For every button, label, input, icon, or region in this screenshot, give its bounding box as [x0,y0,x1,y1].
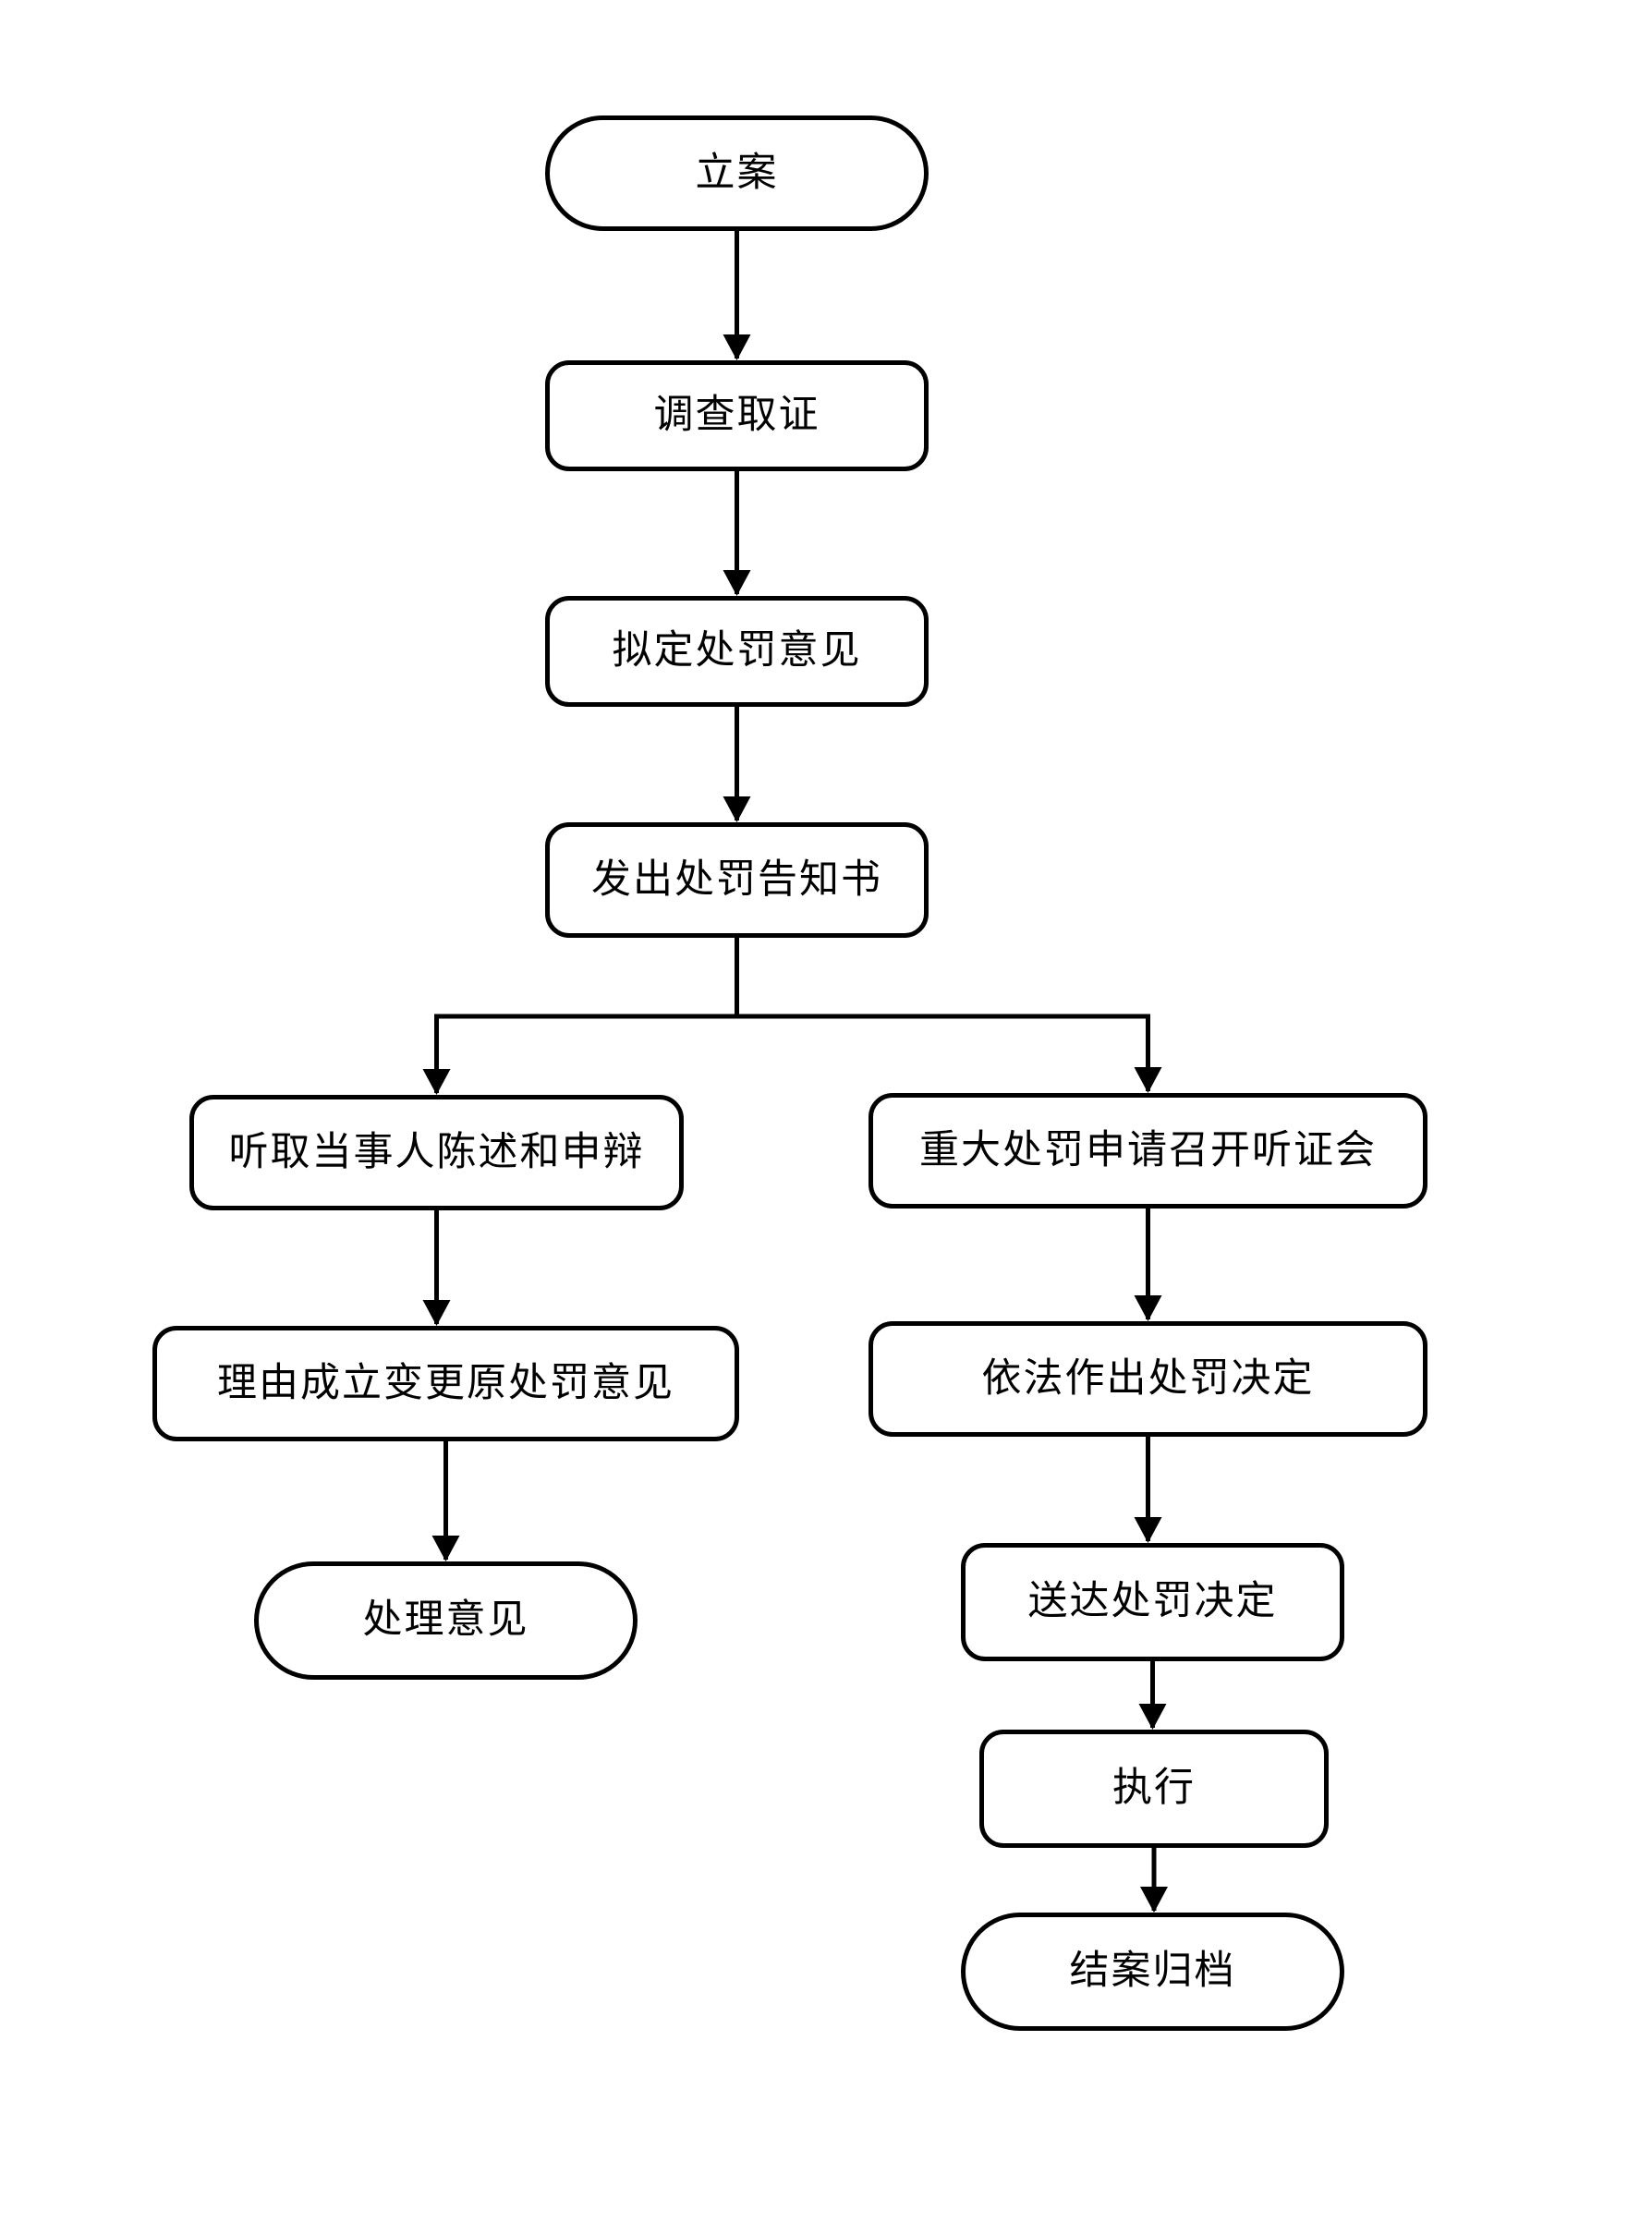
flow-node-jieAn[interactable]: 结案归档 [961,1913,1344,2031]
flow-node-label: 依法作出处罚决定 [981,1356,1315,1401]
flow-node-label: 发出处罚告知书 [591,857,882,902]
flow-node-liYou[interactable]: 理由成立变更原处罚意见 [152,1326,739,1441]
edge-yiFa-to-songDa-arrowhead [1134,1517,1162,1543]
edge-faChu-to-tingQu [434,938,739,1093]
flow-node-zhiXing[interactable]: 执行 [979,1730,1329,1848]
flow-node-label: 送达处罚决定 [1027,1580,1278,1624]
flow-node-zhongDa[interactable]: 重大处罚申请召开听证会 [869,1093,1427,1209]
edge-faChu-to-tingQu-arrowhead [422,1069,451,1095]
edge-songDa-to-zhiXing-arrowhead [1138,1704,1167,1730]
edge-tingQu-to-liYou-arrowhead [422,1300,451,1326]
flow-node-label: 执行 [1112,1767,1196,1811]
flow-node-label: 拟定处罚意见 [612,629,862,674]
flow-node-label: 重大处罚申请召开听证会 [919,1128,1377,1172]
flow-node-diaoCha[interactable]: 调查取证 [545,360,929,471]
edge-zhiXing-to-jieAn-arrowhead [1140,1887,1168,1913]
flow-node-liAn[interactable]: 立案 [545,115,929,231]
flow-node-label: 立案 [695,151,779,195]
flow-node-label: 听取当事人陈述和申辩 [228,1130,645,1174]
edge-faChu-to-zhongDa-arrowhead [1134,1067,1162,1093]
flow-node-faChu[interactable]: 发出处罚告知书 [545,822,929,938]
edge-diaoCha-to-niDing-arrowhead [723,570,751,596]
flow-node-label: 理由成立变更原处罚意见 [217,1361,674,1405]
edge-liYou-to-chuLi-arrowhead [431,1536,460,1561]
flow-node-label: 调查取证 [653,394,820,438]
flow-node-niDing[interactable]: 拟定处罚意见 [545,596,929,707]
flow-node-yiFa[interactable]: 依法作出处罚决定 [869,1321,1427,1437]
edge-zhongDa-to-yiFa-arrowhead [1134,1295,1162,1321]
flow-node-tingQu[interactable]: 听取当事人陈述和申辩 [189,1095,684,1210]
flow-node-chuLi[interactable]: 处理意见 [254,1561,638,1680]
edge-liAn-to-diaoCha-arrowhead [723,334,751,360]
flow-node-label: 结案归档 [1069,1950,1236,1994]
flow-node-songDa[interactable]: 送达处罚决定 [961,1543,1344,1661]
flow-node-label: 处理意见 [362,1598,529,1643]
edge-niDing-to-faChu-arrowhead [723,796,751,822]
edge-faChu-to-zhongDa [735,938,1150,1091]
